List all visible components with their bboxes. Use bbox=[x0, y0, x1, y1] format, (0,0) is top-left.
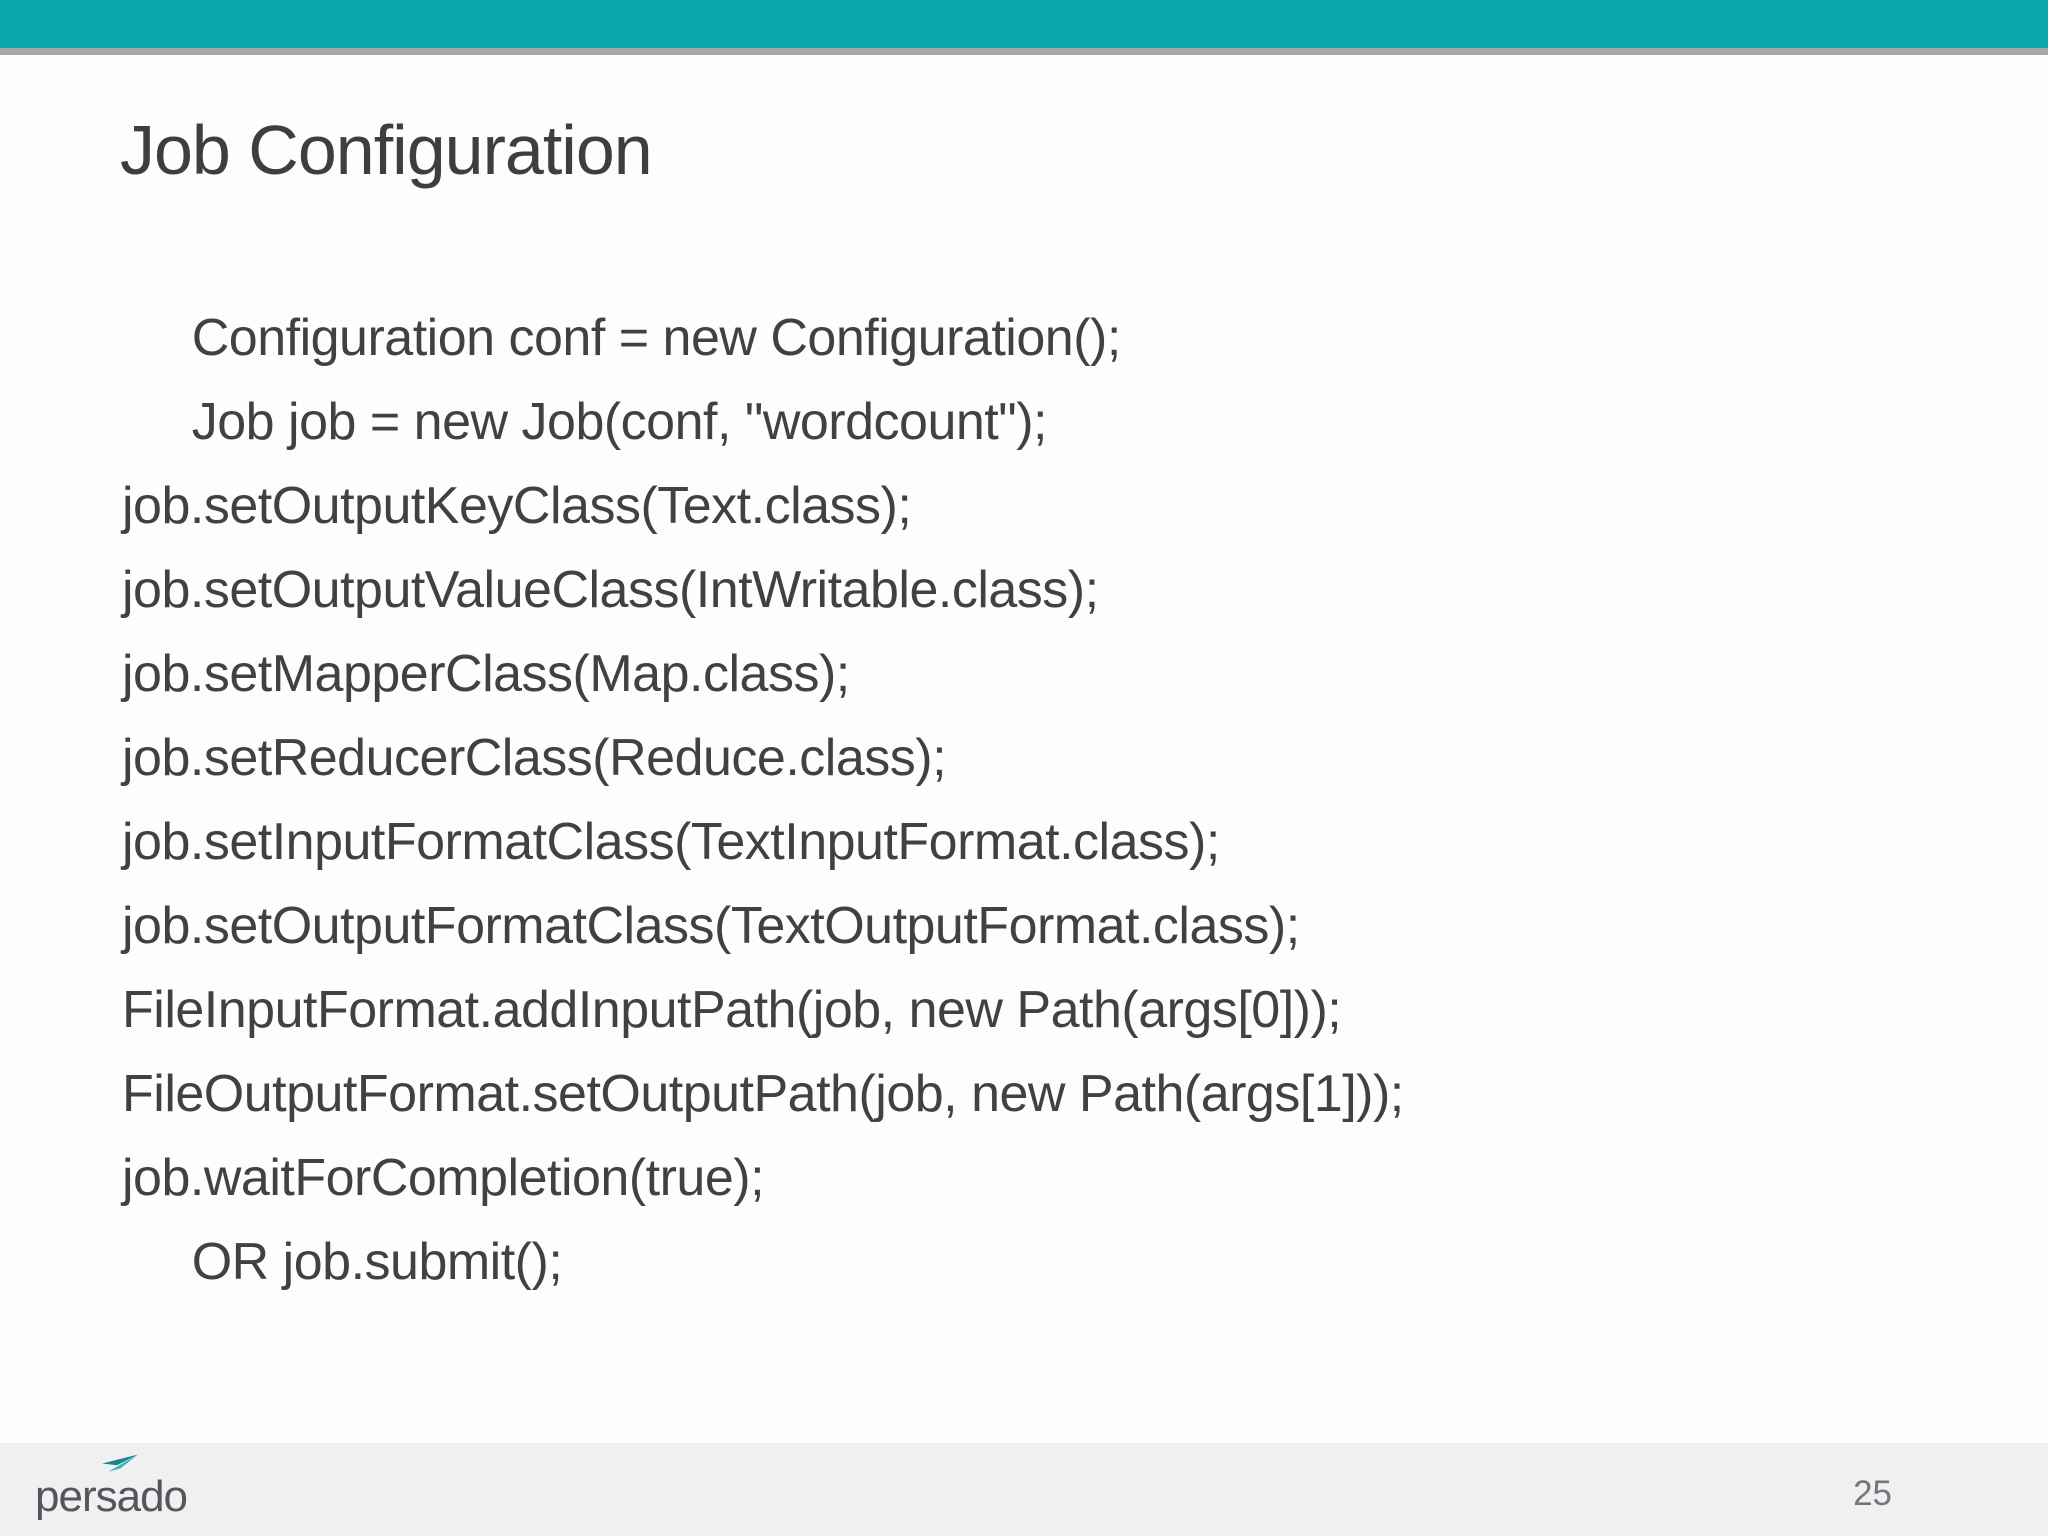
code-line: job.setReducerClass(Reduce.class); bbox=[122, 729, 947, 787]
code-line: FileInputFormat.addInputPath(job, new Pa… bbox=[122, 981, 1342, 1039]
code-line: Job job = new Job(conf, "wordcount"); bbox=[122, 393, 1048, 451]
logo-arrow-icon bbox=[102, 1454, 138, 1472]
code-line: OR job.submit(); bbox=[122, 1233, 563, 1291]
page-number: 25 bbox=[1853, 1474, 1892, 1513]
code-line: job.waitForCompletion(true); bbox=[122, 1149, 765, 1207]
logo-text: persado bbox=[35, 1471, 188, 1521]
top-accent-underline bbox=[0, 48, 2048, 55]
code-line: Configuration conf = new Configuration()… bbox=[122, 309, 1122, 367]
persado-logo: persado bbox=[35, 1454, 188, 1521]
slide-title: Job Configuration bbox=[120, 111, 653, 189]
code-line: job.setInputFormatClass(TextInputFormat.… bbox=[122, 813, 1220, 871]
top-accent-bar bbox=[0, 0, 2048, 48]
code-line: job.setOutputFormatClass(TextOutputForma… bbox=[122, 897, 1300, 955]
code-line: job.setMapperClass(Map.class); bbox=[122, 645, 850, 703]
code-line: job.setOutputKeyClass(Text.class); bbox=[122, 477, 912, 535]
footer-bar: persado 25 bbox=[0, 1443, 2048, 1536]
code-line: job.setOutputValueClass(IntWritable.clas… bbox=[122, 561, 1099, 619]
code-block: Configuration conf = new Configuration()… bbox=[122, 296, 1922, 1304]
code-line: FileOutputFormat.setOutputPath(job, new … bbox=[122, 1065, 1404, 1123]
